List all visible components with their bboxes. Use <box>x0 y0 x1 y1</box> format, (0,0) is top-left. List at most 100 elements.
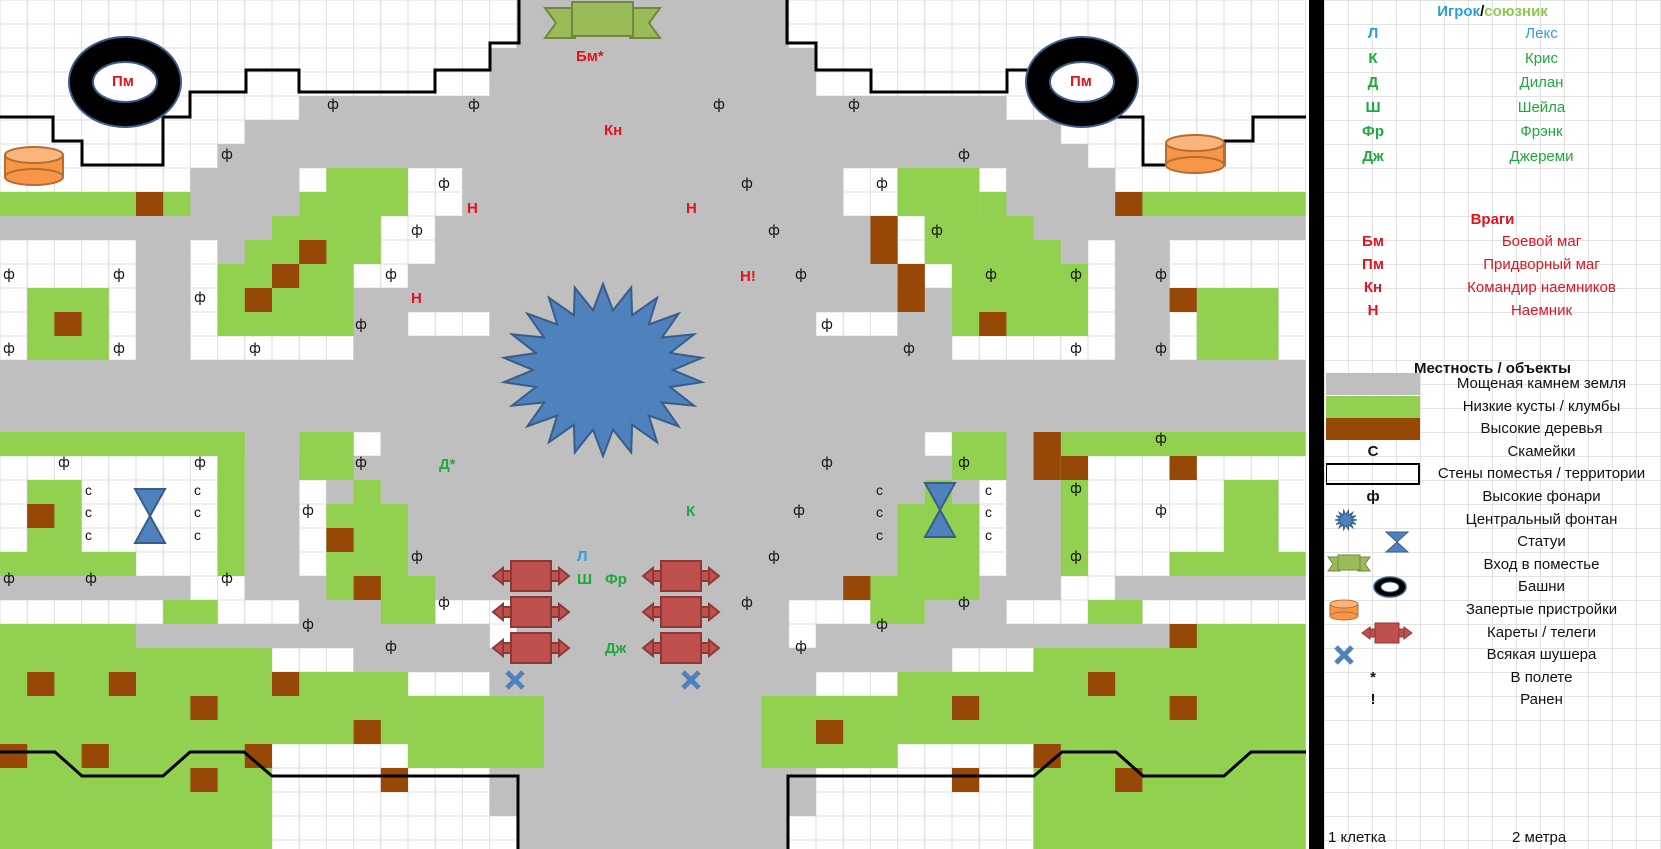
entrance-icon <box>543 7 576 39</box>
tree-cell <box>54 312 82 336</box>
legend-symbol: Фр <box>1362 123 1384 140</box>
legend-symbol: Дж <box>1362 147 1384 165</box>
paved-cell <box>652 144 816 216</box>
tree-cell <box>380 768 408 792</box>
legend-label: Шейла <box>1517 98 1566 116</box>
bench-icon: с <box>194 482 201 498</box>
bench-icon: с <box>985 504 992 520</box>
paved-cell <box>816 216 871 264</box>
map-objects <box>4 1 1225 690</box>
paved-cell <box>897 96 980 120</box>
paved-cell <box>816 624 1170 648</box>
legend-label: Высокие фонари <box>1482 488 1601 505</box>
lamp-icon: ф <box>302 617 314 633</box>
token-enemy: Пм <box>112 73 134 90</box>
lamp-icon: ф <box>741 176 753 192</box>
tree-cell <box>108 672 136 696</box>
token-enemy: Н <box>686 200 697 217</box>
paved-cell <box>816 144 1007 168</box>
lamp-icon: ф <box>795 267 807 283</box>
legend-label: Командир наемников <box>1467 279 1616 296</box>
tree-cell <box>870 216 898 264</box>
lamp-icon: ф <box>194 290 206 306</box>
bush-cell <box>1115 192 1306 216</box>
bush-cell <box>1033 768 1170 849</box>
carriage-icon <box>641 560 721 592</box>
wall-swatch <box>1325 463 1420 486</box>
junk-icon <box>1334 645 1354 665</box>
paved-cell <box>190 168 300 216</box>
tree-cell <box>136 192 164 216</box>
carriage-icon <box>660 632 702 664</box>
lamp-icon: ф <box>3 341 15 357</box>
legend-row-terrain: Низкие кусты / клумбы <box>1324 395 1661 419</box>
paved-cell <box>1006 144 1088 168</box>
lamp-icon: ф <box>327 97 339 113</box>
lamp-icon: ф <box>113 341 125 357</box>
paved-cell <box>979 96 1007 120</box>
lamp-icon: ф <box>795 639 807 655</box>
outbuilding-icon <box>1329 599 1359 621</box>
legend-row-terrain: Статуи <box>1324 530 1661 554</box>
legend-row-terrain: Всякая шушера <box>1324 643 1661 667</box>
carriage-icon <box>491 601 504 623</box>
carriage-icon <box>510 632 552 664</box>
panel-divider <box>1309 0 1324 849</box>
tree-cell <box>1169 288 1197 312</box>
carriage-icon <box>510 560 552 592</box>
lamp-icon: ф <box>385 267 397 283</box>
paved-cell <box>408 264 490 312</box>
legend-symbol: Кн <box>1363 279 1383 296</box>
paved-cell <box>652 48 816 96</box>
carriage-icon <box>510 596 552 628</box>
scale-cell: 1 клетка <box>1328 829 1386 846</box>
legend-symbol: * <box>1370 668 1376 686</box>
junk-icon <box>1326 644 1420 666</box>
wall-swatch <box>1325 463 1420 486</box>
bench-icon: с <box>985 527 992 543</box>
paved-cell <box>652 0 789 48</box>
legend-terrain-title: Местность / объекты <box>1414 360 1571 377</box>
statue-icon <box>923 482 957 538</box>
lamp-icon: ф <box>848 97 860 113</box>
token-enemy: Н <box>411 290 422 307</box>
paved-cell <box>816 264 898 312</box>
legend-label: Центральный фонтан <box>1465 510 1618 528</box>
outbuilding-icon <box>1165 156 1225 174</box>
paved-cell <box>652 360 1306 432</box>
lamp-icon: ф <box>1155 341 1167 357</box>
tall-trees <box>0 192 1197 792</box>
tree-swatch <box>1326 418 1420 441</box>
paved-cell <box>816 168 844 216</box>
lamp-icon: ф <box>821 317 833 333</box>
outbuilding-icon <box>1165 134 1225 152</box>
tree-cell <box>979 312 1007 336</box>
lamp-icon: ф <box>1070 341 1082 357</box>
tree-cell <box>353 576 381 600</box>
legend-label: Фрэнк <box>1520 123 1563 140</box>
bush-cell <box>380 576 436 624</box>
token-enemy: Н! <box>740 268 756 285</box>
wall-bottom-right <box>786 750 1306 849</box>
tree-cell <box>244 288 272 312</box>
bench-icon: с <box>985 482 992 498</box>
bush-cell <box>897 168 980 216</box>
legend-symbol: Пм <box>1362 256 1384 273</box>
statue-icon <box>1384 531 1410 553</box>
legend-row-ally: Фр Фрэнк <box>1324 120 1661 144</box>
legend-row-terrain: Башни <box>1324 575 1661 599</box>
lamp-icon: ф <box>58 455 70 471</box>
bench-icon: с <box>85 504 92 520</box>
paved-cell <box>244 120 653 144</box>
legend-header-player: Игрок <box>1437 3 1481 20</box>
lamp-icon: ф <box>876 617 888 633</box>
paved-cell <box>217 144 300 168</box>
bench-icon: с <box>194 504 201 520</box>
paved-cell <box>244 432 300 600</box>
